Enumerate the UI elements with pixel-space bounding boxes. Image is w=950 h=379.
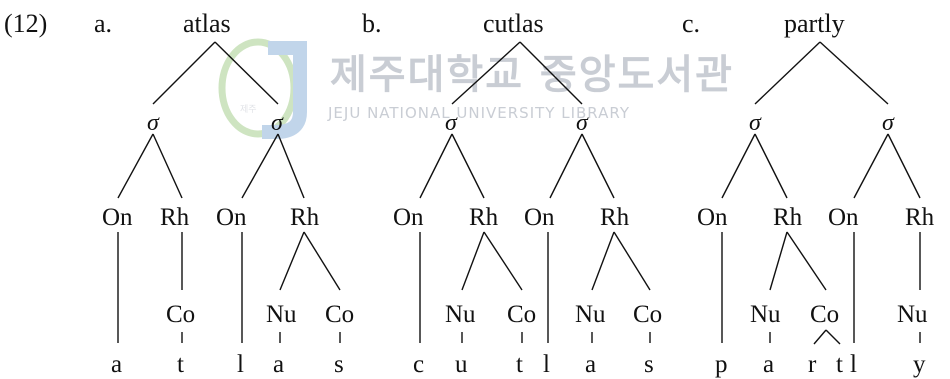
rhyme-node: Rh xyxy=(600,204,630,231)
segment: l xyxy=(850,351,857,378)
word-label: partly xyxy=(784,9,845,38)
word-label: cutlas xyxy=(483,9,544,38)
panel-letter: c. xyxy=(682,9,700,38)
syllable-node: σ xyxy=(445,110,458,136)
segment: a xyxy=(273,351,284,378)
syllable-node: σ xyxy=(576,110,589,136)
onset-node: On xyxy=(828,204,859,231)
nucleus-node: Nu xyxy=(897,301,928,328)
syllable-node: σ xyxy=(749,110,762,136)
segment: r xyxy=(808,351,817,378)
segment: t xyxy=(836,351,843,378)
coda-node: Co xyxy=(633,301,662,328)
example-number: (12) xyxy=(4,9,47,38)
segment: a xyxy=(111,351,122,378)
nucleus-node: Nu xyxy=(575,301,606,328)
segment: a xyxy=(763,351,774,378)
panel-letter: b. xyxy=(362,9,382,38)
onset-node: On xyxy=(393,204,424,231)
segment: s xyxy=(644,351,654,378)
panel-a: a. atlas σ σ On Rh On Rh Co Nu Co xyxy=(94,9,354,378)
syllable-node: σ xyxy=(271,110,284,136)
segment: a xyxy=(585,351,596,378)
segment: l xyxy=(543,351,550,378)
segment: c xyxy=(413,351,424,378)
segment: l xyxy=(237,351,244,378)
rhyme-node: Rh xyxy=(905,204,935,231)
coda-node: Co xyxy=(507,301,536,328)
university-seal-icon: 제주 xyxy=(218,38,307,139)
watermark-title: 제주대학교 중앙도서관 xyxy=(330,52,734,98)
watermark-subtitle: JEJU NATIONAL UNIVERSITY LIBRARY xyxy=(327,104,630,122)
tree-edges xyxy=(419,41,651,343)
coda-node: Co xyxy=(166,301,195,328)
onset-node: On xyxy=(102,204,133,231)
segment: p xyxy=(715,351,728,378)
rhyme-node: Rh xyxy=(773,204,803,231)
onset-node: On xyxy=(524,204,555,231)
tree-edges xyxy=(117,41,341,343)
library-watermark: 제주 제주대학교 중앙도서관 JEJU NATIONAL UNIVERSITY … xyxy=(218,38,734,139)
word-label: atlas xyxy=(183,9,231,38)
segment: u xyxy=(455,351,468,378)
rhyme-node: Rh xyxy=(469,204,499,231)
tree-edges xyxy=(721,41,921,345)
syllable-node: σ xyxy=(147,110,160,136)
segment: y xyxy=(913,351,926,378)
onset-node: On xyxy=(216,204,247,231)
onset-node: On xyxy=(697,204,728,231)
segment: t xyxy=(516,351,523,378)
panel-c: c. partly σ σ On Rh On Rh Nu Co Nu p xyxy=(682,9,935,378)
nucleus-node: Nu xyxy=(750,301,781,328)
coda-node: Co xyxy=(325,301,354,328)
segment: s xyxy=(334,351,344,378)
svg-text:제주: 제주 xyxy=(240,104,257,115)
nucleus-node: Nu xyxy=(266,301,297,328)
syllable-node: σ xyxy=(882,110,895,136)
nucleus-node: Nu xyxy=(445,301,476,328)
coda-node: Co xyxy=(810,301,839,328)
rhyme-node: Rh xyxy=(160,204,190,231)
panel-b: b. cutlas σ σ On Rh On Rh Nu Co Nu xyxy=(362,9,662,378)
segment: t xyxy=(177,351,184,378)
rhyme-node: Rh xyxy=(290,204,320,231)
panel-letter: a. xyxy=(94,9,112,38)
